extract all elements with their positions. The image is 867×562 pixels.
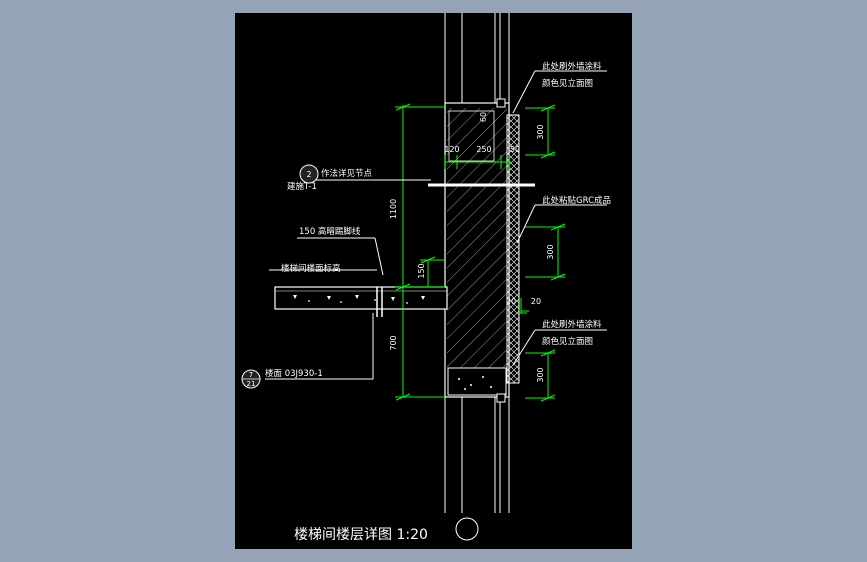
callout-bottom-ref: 21 (247, 380, 256, 388)
callout-bottom-number: 7 (249, 371, 253, 379)
dim-1100: 1100 (389, 199, 398, 219)
wall-lines (444, 13, 510, 513)
detail-drawing: 2 7 21 此处刷外墙涂料 颜色见立面图 此处粘贴GRC成品 此处刷外墙涂料 … (241, 13, 611, 543)
callout-top-number: 2 (306, 170, 311, 179)
drawing-title: 楼梯间楼层详图 1:20 (294, 527, 428, 543)
dim-20-b: 20 (531, 297, 541, 306)
dim-300-bottom: 300 (536, 367, 545, 382)
wall-section (428, 98, 535, 403)
bottom-paint-line2: 颜色见立面图 (542, 336, 593, 347)
dim-150: 150 (417, 263, 426, 278)
dim-300-top: 300 (536, 124, 545, 139)
detail-callout-bottom: 7 21 (241, 369, 261, 389)
top-paint-line2: 颜色见立面图 (542, 78, 593, 89)
axis-bubble (455, 517, 479, 541)
dim-20-a: 20 (506, 297, 516, 306)
floor-slab (274, 286, 448, 317)
dim-60: 60 (479, 112, 488, 122)
leader-lines (265, 70, 607, 380)
top-paint-line1: 此处刷外墙涂料 (542, 61, 602, 72)
dim-700: 700 (389, 335, 398, 350)
floor-spec-note: 楼面 03J930-1 (265, 368, 323, 379)
skirting-note: 150 高暗踢脚线 (299, 226, 361, 237)
floor-level-note: 楼梯间楼面标高 (281, 263, 341, 274)
dim-50: 50 (510, 145, 520, 154)
node-note: 作法详见节点 (321, 168, 373, 179)
dim-300-mid: 300 (546, 244, 555, 259)
grc-label: 此处粘贴GRC成品 (542, 195, 611, 206)
node-ref: 建施T-1 (287, 181, 317, 192)
dim-250: 250 (476, 145, 491, 154)
drawing-sheet: 2 7 21 此处刷外墙涂料 颜色见立面图 此处粘贴GRC成品 此处刷外墙涂料 … (235, 13, 632, 549)
bottom-paint-line1: 此处刷外墙涂料 (542, 319, 602, 330)
detail-callout-top: 2 (299, 164, 319, 184)
dim-120: 120 (444, 145, 459, 154)
dimension-lines (395, 103, 566, 402)
